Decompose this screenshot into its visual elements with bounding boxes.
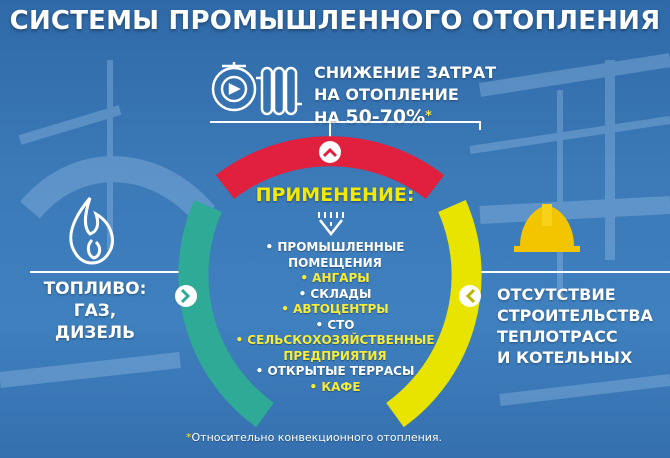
applications-list-item: • АВТОЦЕНТРЫ	[281, 302, 389, 316]
ring-segment-teal	[178, 199, 274, 428]
ring-knob-right	[459, 285, 481, 307]
fuel-block: ТОПЛИВО: ГАЗ, ДИЗЕЛЬ	[40, 278, 150, 344]
footnote: *Относительно конвекционного отопления.	[186, 431, 442, 444]
savings-prefix: НА	[314, 108, 346, 127]
savings-star: *	[425, 109, 432, 124]
no-pipelines-line-3: ТЕПЛОТРАСС	[497, 327, 618, 346]
boiler-icon	[211, 62, 257, 112]
applications-list-item: ПОМЕЩЕНИЯ	[288, 255, 382, 270]
no-pipelines-line-1: ОТСУТСТВИЕ	[497, 285, 616, 304]
applications-list-item: • СКЛАДЫ	[298, 286, 372, 301]
no-pipelines-line-4: И КОТЕЛЬНЫХ	[497, 348, 633, 367]
savings-percent: 50-70%	[345, 106, 426, 128]
hardhat-icon	[514, 204, 580, 252]
savings-block: СНИЖЕНИЕ ЗАТРАТ НА ОТОПЛЕНИЕ НА 50-70%*	[314, 62, 496, 129]
applications-list-item: • АНГАРЫ	[300, 271, 370, 285]
savings-line-3: НА 50-70%*	[314, 106, 496, 129]
savings-line-1: СНИЖЕНИЕ ЗАТРАТ	[314, 63, 497, 82]
no-pipelines-block: ОТСУТСТВИЕ СТРОИТЕЛЬСТВА ТЕПЛОТРАСС И КО…	[497, 284, 653, 368]
applications-title: ПРИМЕНЕНИЕ:	[255, 184, 415, 206]
fuel-line-2: ГАЗ,	[73, 301, 117, 321]
footnote-text: Относительно конвекционного отопления.	[191, 431, 443, 444]
applications-list-item: • КАФЕ	[309, 379, 361, 394]
ring-segment-yellow	[386, 199, 482, 428]
fuel-line-3: ДИЗЕЛЬ	[54, 323, 136, 343]
fuel-line-1: ТОПЛИВО:	[43, 279, 147, 299]
applications-list-item: ПРЕДПРИЯТИЯ	[283, 348, 387, 363]
ring-knob-top	[319, 141, 341, 163]
heat-waves-icon	[318, 212, 344, 237]
applications-list-item: • СТО	[315, 317, 355, 332]
footnote-star: *	[186, 431, 192, 444]
applications-list-item: • ПРОМЫШЛЕННЫЕ	[265, 240, 405, 254]
pipes-background	[0, 53, 670, 406]
no-pipelines-line-2: СТРОИТЕЛЬСТВА	[497, 306, 653, 325]
radiator-icon	[256, 66, 302, 116]
ring-knob-left	[175, 285, 197, 307]
flame-icon	[69, 197, 114, 265]
savings-line-2: НА ОТОПЛЕНИЕ	[314, 85, 459, 104]
savings-pointer-line	[210, 121, 481, 130]
applications-list-item: • СЕЛЬСКОХОЗЯЙСТВЕННЫЕ	[235, 333, 435, 347]
page-title: СИСТЕМЫ ПРОМЫШЛЕННОГО ОТОПЛЕНИЯ	[9, 6, 661, 36]
applications-list-item: • ОТКРЫТЫЕ ТЕРРАСЫ	[255, 364, 415, 378]
